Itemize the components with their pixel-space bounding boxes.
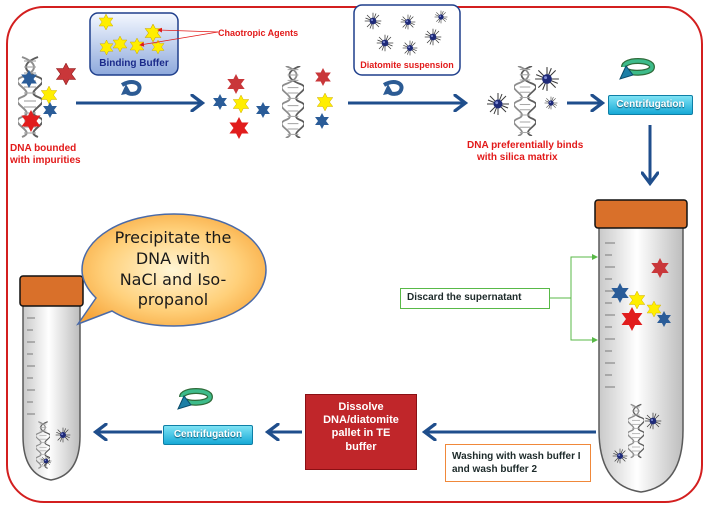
- bubble-line2: DNA with: [135, 248, 211, 268]
- bubble-line3: NaCl and Iso-: [119, 269, 227, 289]
- right-tube: [594, 199, 688, 493]
- washing-box: Washing with wash buffer I and wash buff…: [445, 444, 591, 482]
- diatomite-suspension-label: Diatomite suspension: [360, 60, 454, 70]
- dissolve-box: Dissolve DNA/diatomite pallet in TE buff…: [305, 394, 417, 470]
- left-tube: [19, 275, 84, 481]
- process-arrows: [76, 103, 650, 432]
- dissolve-line1: Dissolve: [338, 401, 384, 413]
- speech-bubble: [76, 213, 267, 327]
- rotation-arrow-icon: [381, 80, 404, 97]
- diatomite-suspension-box: [353, 4, 461, 76]
- dna-binds-label: DNA preferentially binds with silica mat…: [467, 140, 583, 163]
- bubble-line4: propanol: [137, 290, 209, 310]
- centrifuge-rotation-icon: [620, 61, 652, 79]
- centrifugation-top-button: Centrifugation: [608, 95, 693, 115]
- chaotropic-agents-label: Chaotropic Agents: [218, 28, 299, 38]
- centrifuge-rotation-icon: [178, 391, 210, 409]
- discard-pointer-lines: [550, 254, 598, 343]
- separated-impurities: [213, 66, 334, 139]
- binding-buffer-label: Binding Buffer: [99, 58, 169, 69]
- chaotropic-pointer-lines: [139, 27, 219, 47]
- dna-with-impurities: [18, 56, 77, 138]
- dna-bounded-line2: with impurities: [10, 154, 81, 166]
- dna-bound-diatomite: [486, 66, 560, 136]
- washing-line2: and wash buffer 2: [452, 464, 538, 475]
- rotation-arrow-icon: [119, 80, 142, 97]
- washing-line1: Washing with wash buffer I: [452, 451, 581, 462]
- dna-bounded-label: DNA bounded with impurities: [10, 143, 81, 166]
- dissolve-line2: DNA/diatomite: [323, 414, 399, 427]
- dissolve-line3: pallet in TE: [331, 427, 391, 440]
- centrifugation-bottom-button: Centrifugation: [163, 425, 253, 445]
- discard-supernatant-box: Discard the supernatant: [400, 288, 550, 309]
- rounded-frame: [6, 6, 703, 503]
- dna-binds-line2: with silica matrix: [477, 151, 558, 163]
- dna-binds-line1: DNA preferentially binds: [467, 140, 584, 151]
- dissolve-line4: buffer: [345, 440, 377, 453]
- dna-bounded-line1: DNA bounded: [10, 143, 77, 154]
- speech-bubble-text: Precipitate the DNA with NaCl and Iso- p…: [98, 228, 248, 311]
- bubble-line1: Precipitate the: [114, 228, 232, 247]
